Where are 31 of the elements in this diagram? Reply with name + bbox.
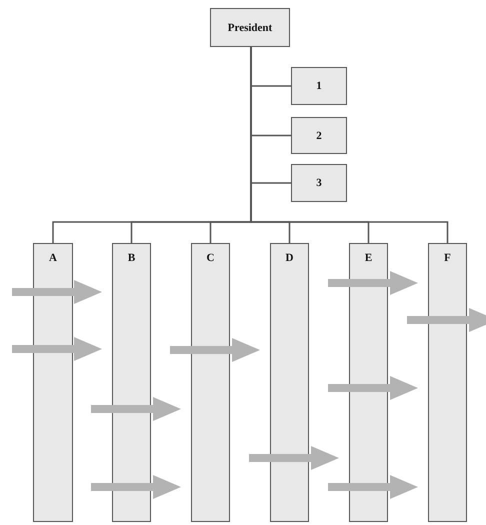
block-arrow <box>249 446 339 470</box>
block-arrow <box>328 376 418 400</box>
department-column <box>270 243 309 522</box>
block-arrow <box>328 271 418 295</box>
block-arrow <box>407 308 486 332</box>
column-label: A <box>49 252 57 264</box>
block-arrow <box>170 338 260 362</box>
connector-line <box>250 47 448 243</box>
column-label: C <box>206 252 214 264</box>
department-column <box>191 243 230 522</box>
block-arrow <box>328 475 418 499</box>
org-box <box>291 164 347 202</box>
column-label: F <box>444 252 451 264</box>
org-box <box>210 8 290 47</box>
block-arrow <box>12 337 102 361</box>
block-arrow <box>91 397 181 421</box>
department-column <box>33 243 73 522</box>
box-label: 3 <box>316 177 322 189</box>
org-box <box>291 67 347 105</box>
column-label: B <box>128 252 136 264</box>
department-column <box>349 243 388 522</box>
block-arrow <box>12 280 102 304</box>
box-label: 1 <box>316 80 322 92</box>
department-column <box>112 243 151 522</box>
box-label: President <box>228 22 272 34</box>
column-label: E <box>364 252 372 264</box>
column-label: D <box>286 252 294 264</box>
org-box <box>291 117 347 154</box>
block-arrow <box>91 475 181 499</box>
department-column <box>428 243 467 522</box>
box-label: 2 <box>316 130 322 142</box>
